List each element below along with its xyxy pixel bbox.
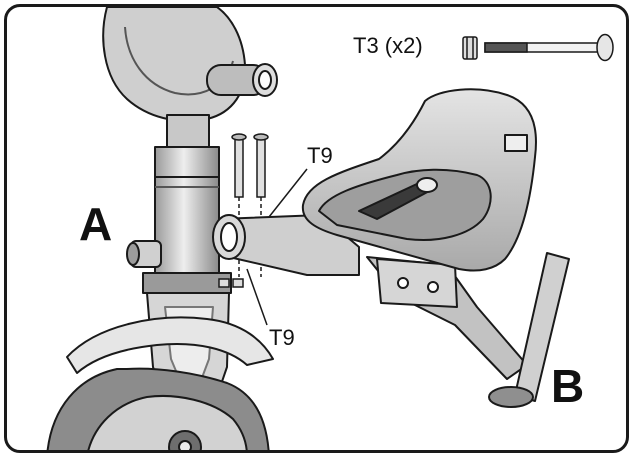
label-t9-lower: T9	[269, 325, 295, 350]
diagram-frame: A B T3 (x2) T9 T9	[4, 4, 629, 453]
label-part-b: B	[551, 360, 585, 412]
label-part-a: A	[79, 198, 113, 250]
label-t3-screw: T3 (x2)	[353, 33, 423, 58]
callout-lines	[246, 168, 308, 326]
t3-screw-illustration	[462, 33, 614, 62]
frame-a-illustration	[46, 7, 278, 450]
seat-b-illustration	[212, 88, 570, 408]
assembly-illustration	[46, 7, 614, 450]
label-t9-upper: T9	[307, 143, 333, 168]
